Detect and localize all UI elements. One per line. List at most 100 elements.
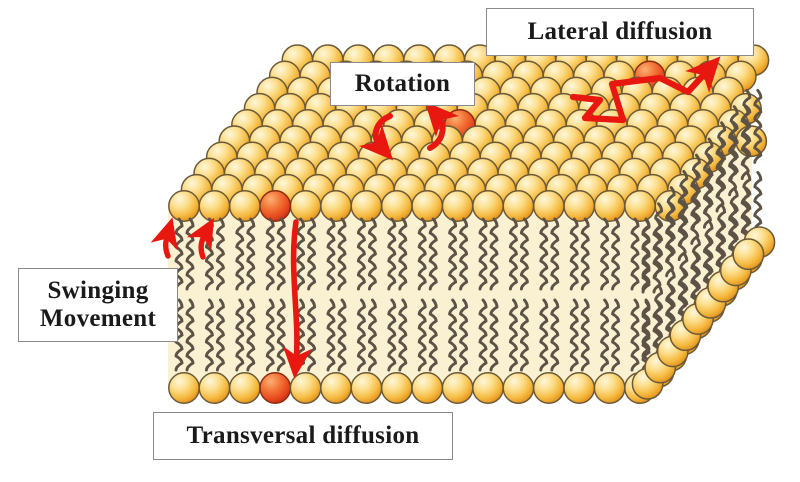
lipid-head [472,372,504,404]
lipid-tail-upper [489,217,499,291]
lipid-head [732,238,765,271]
lipid-tail-upper [459,217,469,291]
lipid-head [593,190,626,222]
lipid-tail-upper [580,217,590,291]
label-swinging-movement: Swinging Movement [18,268,178,342]
lipid-tail-lower [569,298,579,372]
lipid-tail-lower [326,298,336,372]
lipid-head [593,372,626,404]
lipid-head [563,372,596,404]
lipid-tail-upper [307,217,317,291]
lipid-tail-upper [508,217,518,291]
lipid-tail-upper-right [729,105,739,181]
lipid-head [563,190,596,222]
lipid-tail-lower [519,298,529,372]
lipid-tail-upper [265,217,275,291]
lipid-tail-upper [448,217,458,291]
lipid-tail-upper-right [704,137,714,213]
lipid-tail-lower [478,298,488,372]
lipid-tail-lower [204,298,214,372]
lipid-head [289,372,322,404]
lipid-head [441,372,474,404]
lipid-head [350,372,383,404]
lateral-diffusion-arrow [569,56,721,124]
lipid-tail-lower-right [742,170,752,246]
lipid-tail-lower [387,298,397,372]
lipid-head [411,372,444,404]
lipid-tail-upper [367,217,377,291]
highlighted-lipid-head [259,372,292,404]
lipid-head [502,372,535,404]
lipid-tail-upper [569,217,579,291]
lipid-tail-upper [550,217,560,291]
lipid-tail-lower [508,298,518,372]
lipid-tail-upper [337,217,347,291]
label-lateral-diffusion: Lateral diffusion [486,8,754,56]
lipid-head [289,190,322,222]
lipid-head [380,190,413,222]
lipid-head [380,372,413,404]
lipid-head [502,190,535,222]
lipid-tail-lower [550,298,560,372]
lipid-tail-upper [478,217,488,291]
lipid-head [168,190,200,222]
lipid-tail-upper [296,217,306,291]
motion-arrows [150,56,721,379]
lipid-tail-upper [600,217,610,291]
lipid-tail-lower [448,298,458,372]
lipid-tail-lower [235,298,245,372]
rotation-arrow-left [358,113,394,161]
lipid-head [228,190,261,222]
label-transversal-diffusion: Transversal diffusion [153,412,453,460]
lipid-tail-upper-right [691,153,701,229]
lipid-tail-upper-right [742,88,752,164]
lipid-head [350,190,383,222]
lipid-head [472,190,504,222]
lipid-head [198,190,231,222]
lipid-head [532,190,565,222]
lipid-tail-upper-right [666,186,676,262]
lipid-tail-lower [630,298,640,372]
lipid-tail-lower [398,298,408,372]
lipid-tail-lower [276,298,286,372]
lipid-head [198,372,231,404]
lipid-tail-upper [428,217,438,291]
lipid-tail-upper [215,217,225,291]
lipid-head [411,190,444,222]
lipid-tail-upper [611,217,621,291]
lipid-tail-lower [337,298,347,372]
lipid-tail-upper [356,217,366,291]
lipid-tail-lower [356,298,366,372]
highlighted-lipid-head [259,190,292,222]
lipid-tail-lower [611,298,621,372]
lipid-tail-lower [246,298,256,372]
lipid-tail-lower [185,298,195,372]
lipid-tail-upper [539,217,549,291]
lipid-tail-lower [459,298,469,372]
lipid-tail-upper [387,217,397,291]
lipid-tail-upper [326,217,336,291]
lipid-tail-lower [600,298,610,372]
lipid-tail-upper-right [753,88,763,164]
lipid-head [441,190,474,222]
lipid-head [320,190,352,222]
swinging-arrow-left [150,217,178,259]
swinging-arrow-right [186,217,215,260]
lipid-tail-upper-right [717,121,727,197]
rotation-arrow-right [424,101,460,151]
lipid-tail-lower [367,298,377,372]
lipid-tail-upper [417,217,427,291]
lipid-tail-upper [630,217,640,291]
lipid-tail-lower [428,298,438,372]
transversal-diffusion-arrow [282,219,312,379]
lipid-head [168,372,200,404]
lipid-tail-lower [417,298,427,372]
lipid-head [624,190,656,222]
lipid-tail-upper [276,217,286,291]
lipid-tail-upper [246,217,256,291]
label-rotation: Rotation [330,62,475,106]
lipid-tail-upper-right [641,218,651,294]
lipid-tail-upper [235,217,245,291]
lipid-tail-upper-right [679,169,689,245]
